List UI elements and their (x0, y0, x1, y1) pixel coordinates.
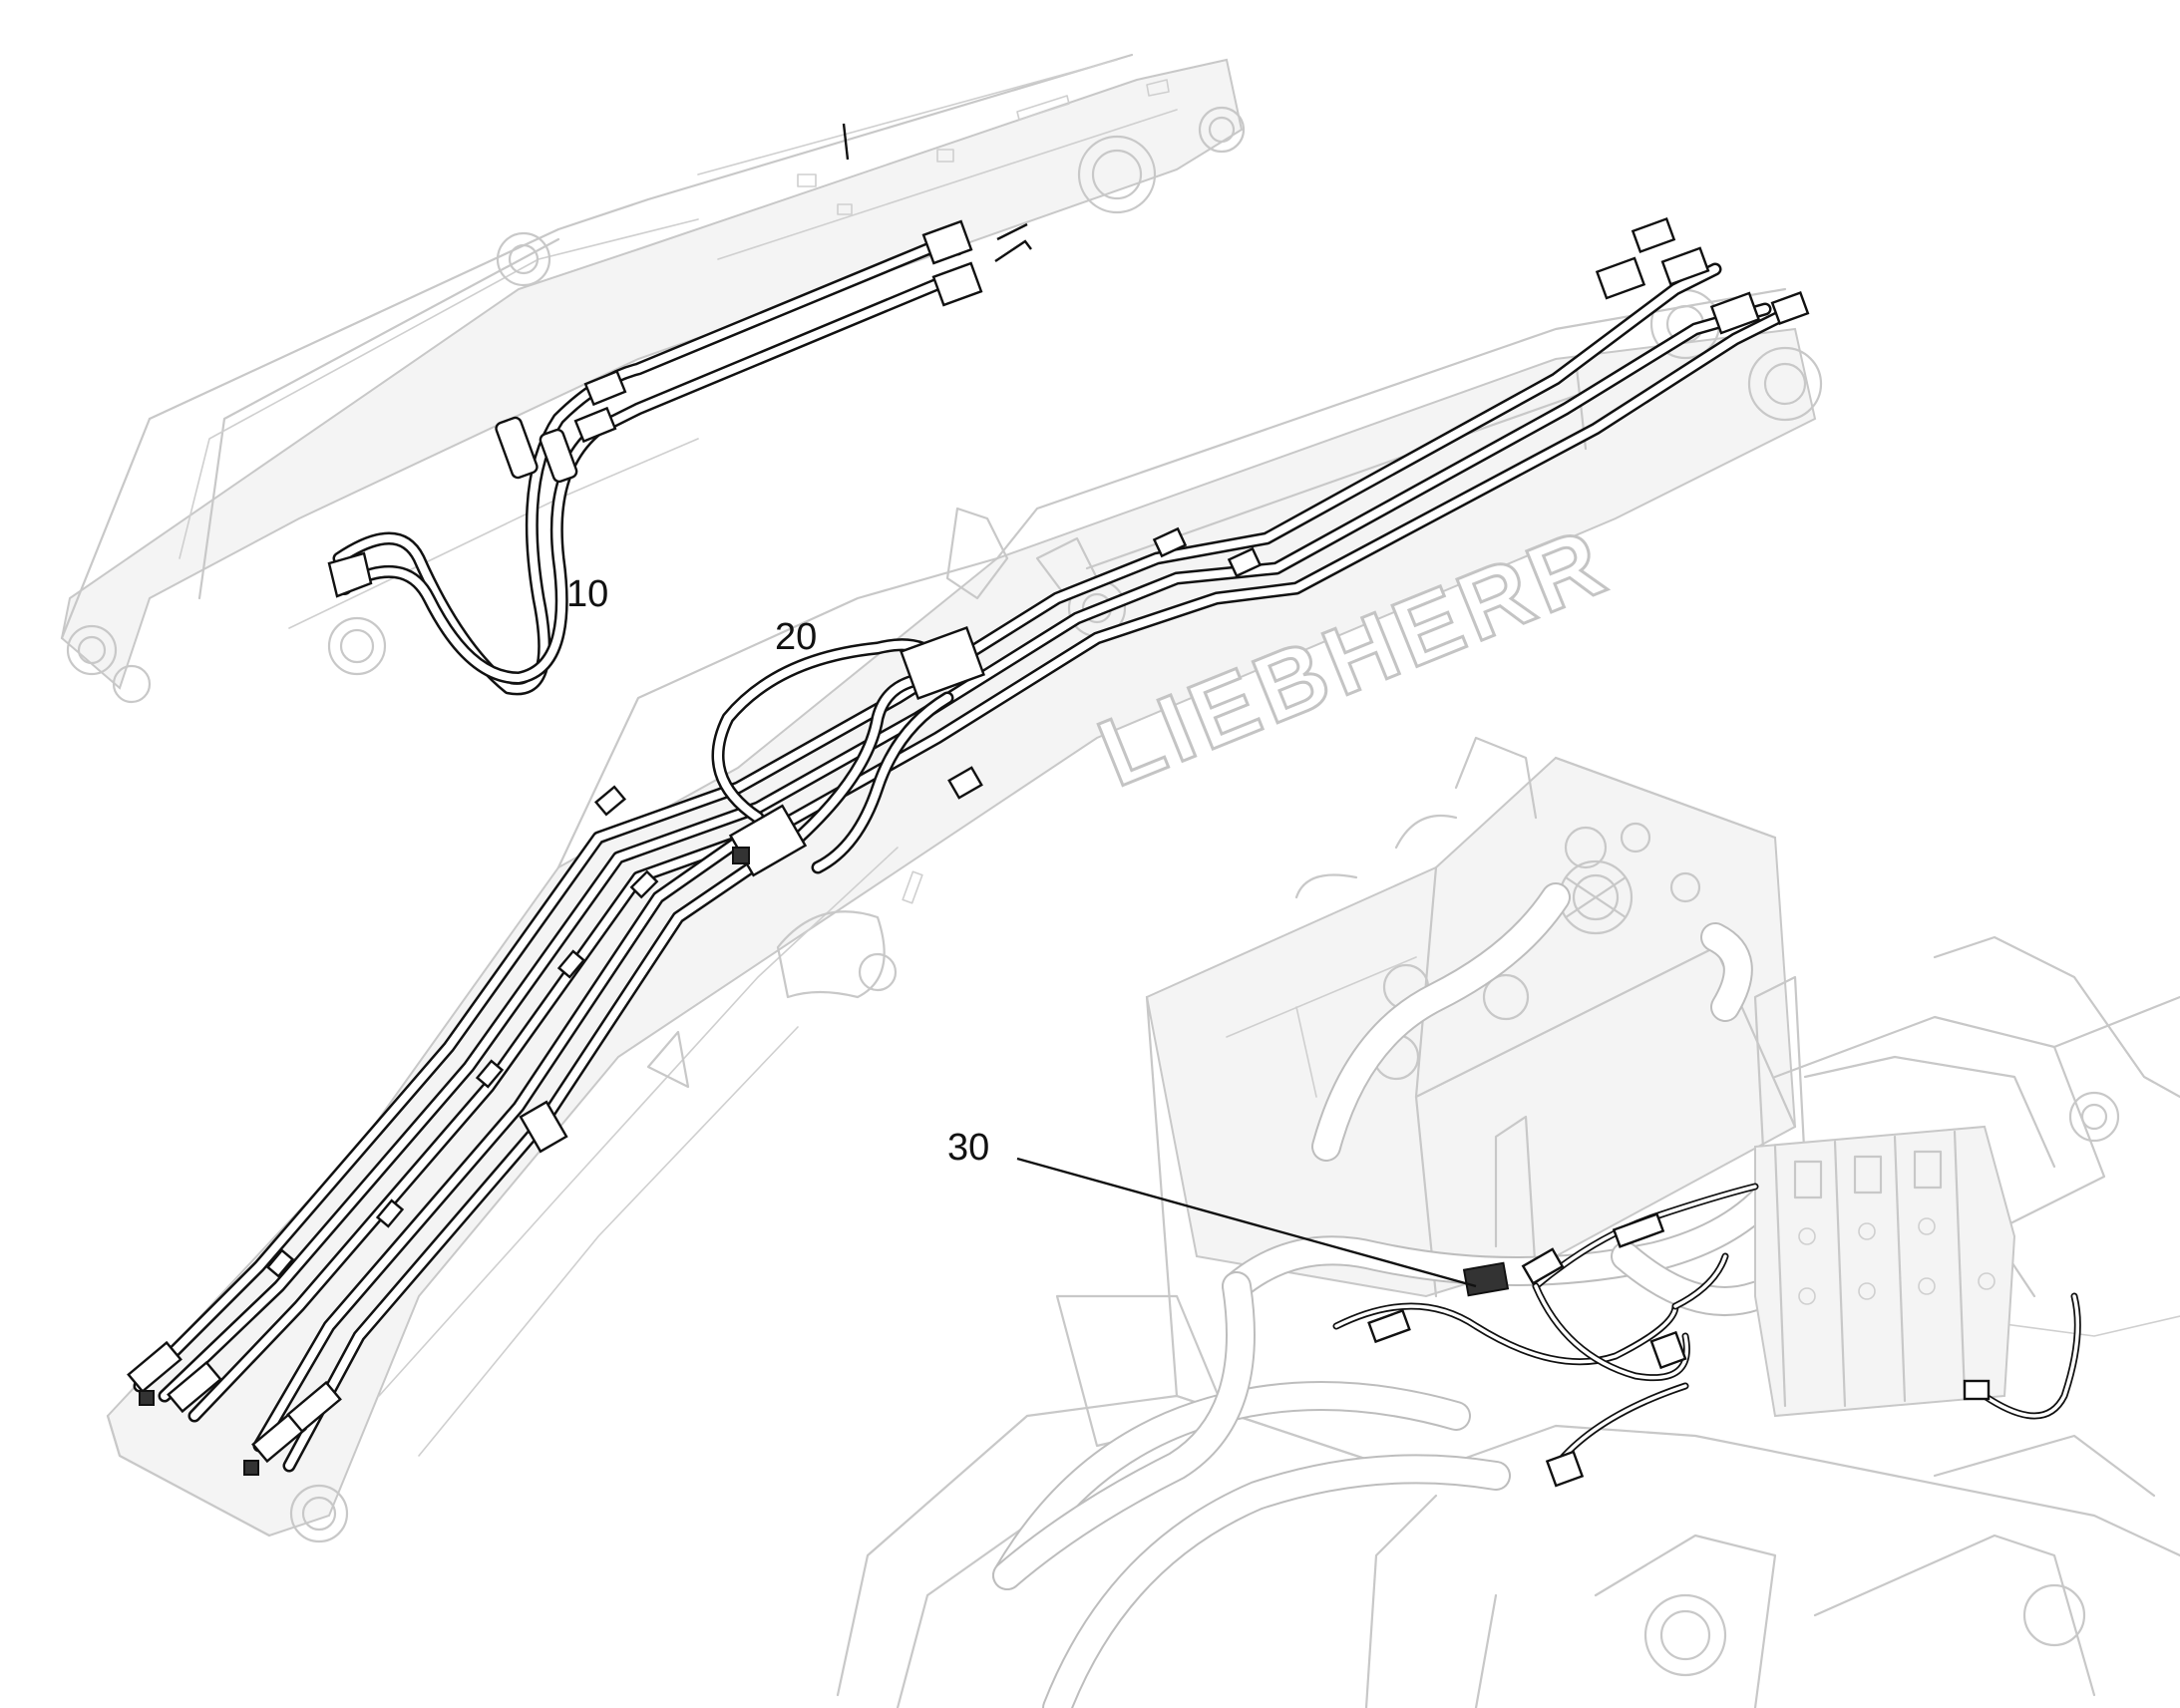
callout-10: 10 (566, 573, 609, 615)
stick-outline (60, 53, 1246, 704)
callout-30-leader (1016, 1157, 1477, 1288)
hose-set-30 (1332, 1183, 2081, 1488)
callout-20: 20 (775, 616, 818, 658)
uppercarriage-big-lines (992, 882, 1880, 1708)
callout-30: 30 (947, 1127, 990, 1169)
hose-set-10 (327, 123, 1032, 696)
control-valve-block (1754, 1125, 2016, 1418)
hose-set-20 (127, 216, 1810, 1476)
